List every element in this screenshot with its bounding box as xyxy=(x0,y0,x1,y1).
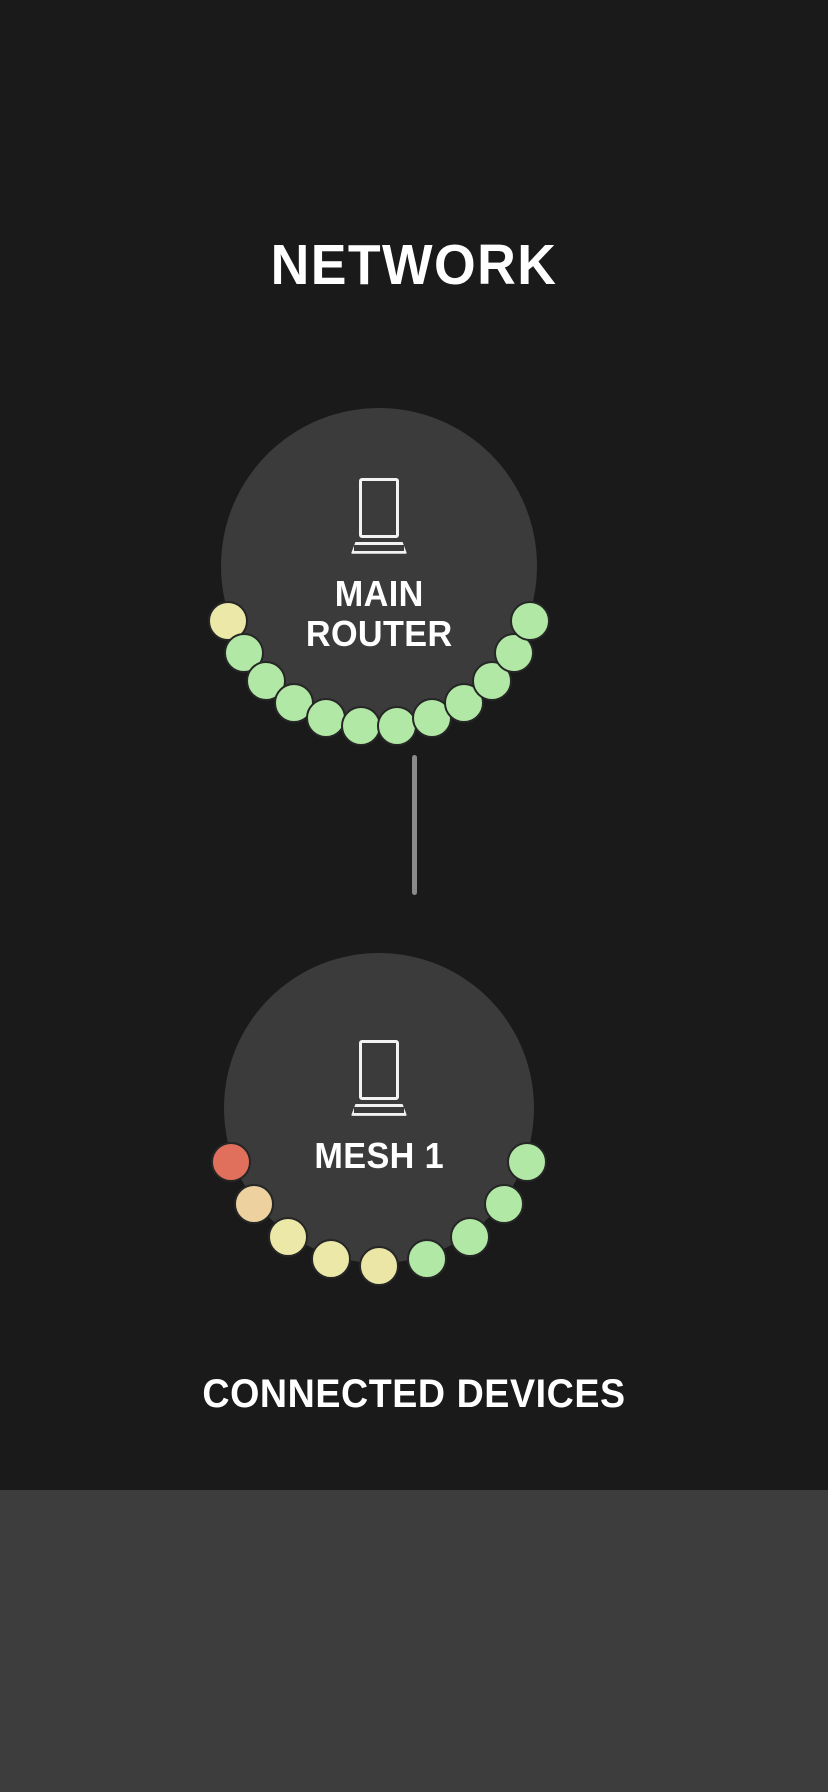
network-node-mesh-1[interactable]: MESH 1 xyxy=(224,953,534,1263)
status-dot[interactable] xyxy=(507,1142,548,1183)
node-connector-line xyxy=(411,755,417,895)
status-dot[interactable] xyxy=(311,1238,352,1279)
bottom-bar xyxy=(0,1490,828,1792)
router-icon-body xyxy=(359,1039,399,1100)
node-label-line1: MESH 1 xyxy=(314,1134,444,1176)
status-dot[interactable] xyxy=(306,698,347,739)
router-icon xyxy=(351,477,407,554)
status-dot[interactable] xyxy=(341,706,382,746)
status-dot[interactable] xyxy=(484,1184,525,1225)
status-dot[interactable] xyxy=(233,1184,274,1225)
network-node-main-router[interactable]: MAIN ROUTER xyxy=(221,408,537,724)
node-label: MAIN ROUTER xyxy=(305,572,453,655)
node-circle xyxy=(224,953,534,1263)
status-dot[interactable] xyxy=(210,1142,251,1183)
node-label-line2: ROUTER xyxy=(305,613,453,654)
router-icon xyxy=(351,1039,407,1116)
status-dot[interactable] xyxy=(510,601,551,642)
node-content: MESH 1 xyxy=(224,953,534,1263)
node-label: MESH 1 xyxy=(314,1134,444,1176)
node-label-line1: MAIN xyxy=(334,572,424,614)
status-dot[interactable] xyxy=(268,1217,309,1258)
page-title: NETWORK xyxy=(270,233,558,297)
status-dot[interactable] xyxy=(376,706,417,746)
router-icon-stand xyxy=(351,541,407,554)
node-content: MAIN ROUTER xyxy=(221,408,537,724)
router-icon-stand xyxy=(351,1103,407,1116)
status-dot[interactable] xyxy=(406,1238,447,1279)
status-dot[interactable] xyxy=(359,1246,399,1286)
connected-devices-heading: CONNECTED DEVICES xyxy=(202,1372,626,1416)
status-dot[interactable] xyxy=(449,1217,490,1258)
router-icon-body xyxy=(359,477,399,538)
